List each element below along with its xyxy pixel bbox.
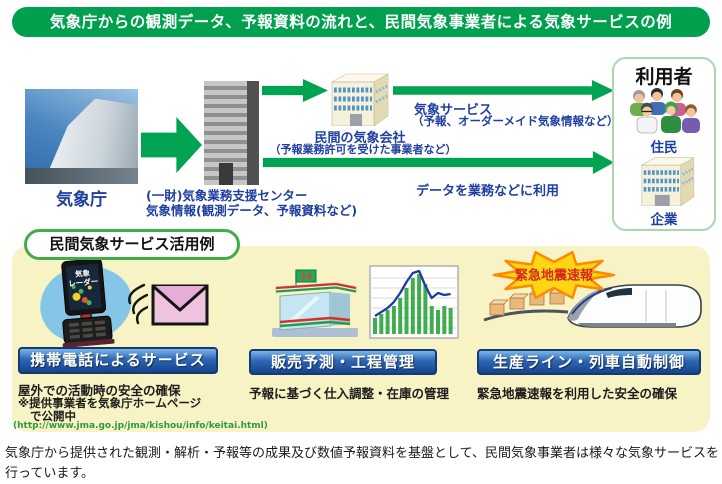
- jma-building-base: [25, 167, 138, 184]
- arrow-center-to-company-icon: [262, 79, 328, 102]
- arrow-service-icon: [393, 80, 614, 101]
- company-label-line2: （予報業務許可を受けた事業者など）: [269, 143, 457, 156]
- mobile-service-desc: 屋外での活動時の安全の確保: [18, 383, 181, 398]
- examples-header: 民間気象サービス活用例: [24, 229, 240, 260]
- page-title: 気象庁からの観測データ、予報資料の流れと、民間気象事業者による気象サービスの例: [12, 7, 710, 37]
- convenience-store-icon: 24: [272, 269, 358, 337]
- mobile-service-url: (http://www.jma.go.jp/jma/kishou/info/ke…: [13, 421, 268, 431]
- company-label-line1: 民間の気象会社: [314, 131, 406, 146]
- support-center-line1: (一財)気象業務支援センター: [146, 188, 308, 203]
- residents-people-icon: [630, 88, 700, 134]
- service-arrow-label-line2: （予報、オーダーメイド気象情報など）: [412, 114, 619, 128]
- arrow-jma-to-center-icon: [141, 117, 202, 173]
- phone-screen-text-line2: レーダー: [68, 276, 99, 289]
- jma-label: 気象庁: [56, 190, 107, 210]
- data-arrow-label: データを業務などに利用: [416, 184, 560, 199]
- production-line-banner: 生産ライン・列車自動制御: [477, 349, 701, 375]
- residents-label: 住民: [650, 140, 678, 156]
- eew-starburst-icon: 緊急地震速報: [492, 250, 616, 300]
- shinkansen-train-icon: [483, 284, 702, 328]
- jma-building-photo: [25, 89, 138, 184]
- users-title: 利用者: [635, 66, 693, 88]
- bottom-caption: 気象庁から提供された観測・解析・予報等の成果及び数値予報資料を基盤として、民間気…: [5, 446, 719, 481]
- sales-forecast-banner: 販売予測・工程管理: [249, 349, 437, 375]
- support-center-building-icon: [204, 81, 259, 185]
- users-box: 利用者 住民 企業: [612, 57, 716, 231]
- support-center-label: (一財)気象業務支援センター 気象情報(観測データ、予報資料など): [146, 188, 396, 218]
- mobile-phone-icon: 気象 レーダー: [61, 258, 115, 348]
- companies-label: 企業: [650, 212, 678, 228]
- sales-forecast-desc: 予報に基づく仕入調整・在庫の管理: [249, 386, 450, 401]
- eew-badge-text: 緊急地震速報: [515, 268, 594, 284]
- mobile-service-banner: 携帯電話によるサービス: [18, 347, 218, 374]
- phone-screen-text-line1: 気象: [75, 267, 91, 278]
- signal-waves-icon: [128, 283, 148, 325]
- service-arrow-label-line1: 気象サービス: [414, 103, 493, 118]
- tower-side: [247, 81, 259, 185]
- production-line-desc: 緊急地震速報を利用した安全の確保: [477, 386, 678, 401]
- mail-envelope-icon: [151, 284, 209, 326]
- private-company-building-icon: [330, 73, 390, 126]
- mobile-service-note-line1: ※提供事業者を気象庁ホームページ: [18, 396, 202, 410]
- support-center-line2: 気象情報(観測データ、予報資料など): [146, 203, 358, 218]
- sales-chart-icon: [369, 265, 459, 339]
- mobile-service-note-line2: で公開中: [30, 409, 76, 423]
- store-flag-text: 24: [300, 273, 313, 283]
- enterprise-building-icon: [640, 157, 695, 206]
- tower-door: [219, 163, 233, 185]
